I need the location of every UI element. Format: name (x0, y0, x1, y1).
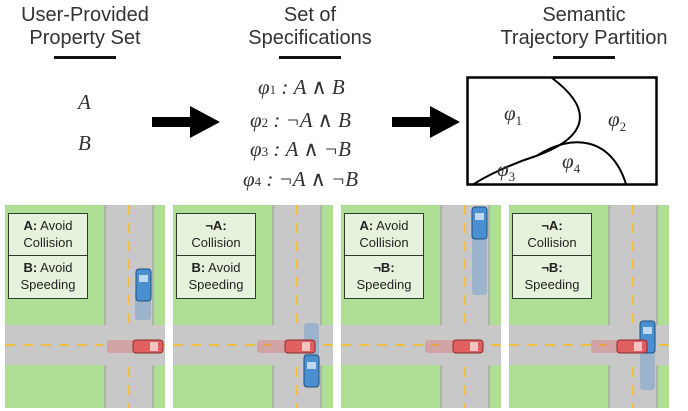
speeding-label: ¬B: Speeding (512, 256, 592, 299)
arrow-right-icon (392, 106, 460, 138)
red-car-icon (107, 340, 135, 353)
title-partition: Semantic Trajectory Partition (480, 4, 688, 59)
title-underline (553, 56, 615, 59)
arrow-right-icon (152, 106, 220, 138)
title-line1: Semantic (542, 4, 626, 26)
speeding-label: ¬B: Speeding (344, 256, 424, 299)
title-property-set: User-Provided Property Set (0, 4, 170, 59)
partition-label-phi2: φ2 (608, 107, 626, 134)
property-b: B (78, 131, 91, 155)
red-car-icon (425, 340, 455, 353)
red-car-icon (591, 340, 621, 353)
blue-car-icon (303, 354, 320, 388)
partition-label-phi1: φ1 (504, 101, 522, 128)
spec-phi1: φ1 : A ∧ B (258, 75, 345, 99)
partition-label-phi4: φ4 (562, 149, 581, 176)
spec-phi3: φ3 : A ∧ ¬B (250, 137, 351, 161)
title-line1: User-Provided (21, 4, 149, 26)
trajectory-partition-diagram: φ1 φ2 φ3 φ4 (466, 76, 658, 186)
title-line1: Set of (283, 4, 337, 26)
property-a: A (78, 90, 91, 114)
blue-car-icon (472, 235, 487, 295)
collision-label: ¬A: Collision (512, 213, 592, 256)
title-specifications: Set of Specifications (225, 4, 395, 59)
spec-phi2: φ2 : ¬A ∧ B (250, 108, 351, 132)
spec-phi4: φ4 : ¬A ∧ ¬B (243, 167, 359, 191)
title-underline (279, 56, 341, 59)
red-car-icon (452, 339, 484, 354)
title-underline (54, 56, 116, 59)
blue-car-icon (135, 268, 152, 302)
scene-panel-4: ¬A: Collision ¬B: Speeding (509, 205, 669, 408)
property-label-box: ¬A: Collision ¬B: Speeding (512, 213, 592, 299)
title-line2: Specifications (248, 27, 372, 49)
title-line2: Property Set (29, 27, 141, 49)
collision-label: ¬A: Collision (176, 213, 256, 256)
blue-car-icon (471, 206, 488, 240)
partition-label-phi3: φ3 (497, 157, 515, 184)
red-car-icon (616, 339, 648, 354)
title-line2: Trajectory Partition (500, 27, 668, 49)
red-car-icon (132, 339, 164, 354)
red-car-icon (284, 339, 316, 354)
red-car-icon (257, 340, 287, 353)
